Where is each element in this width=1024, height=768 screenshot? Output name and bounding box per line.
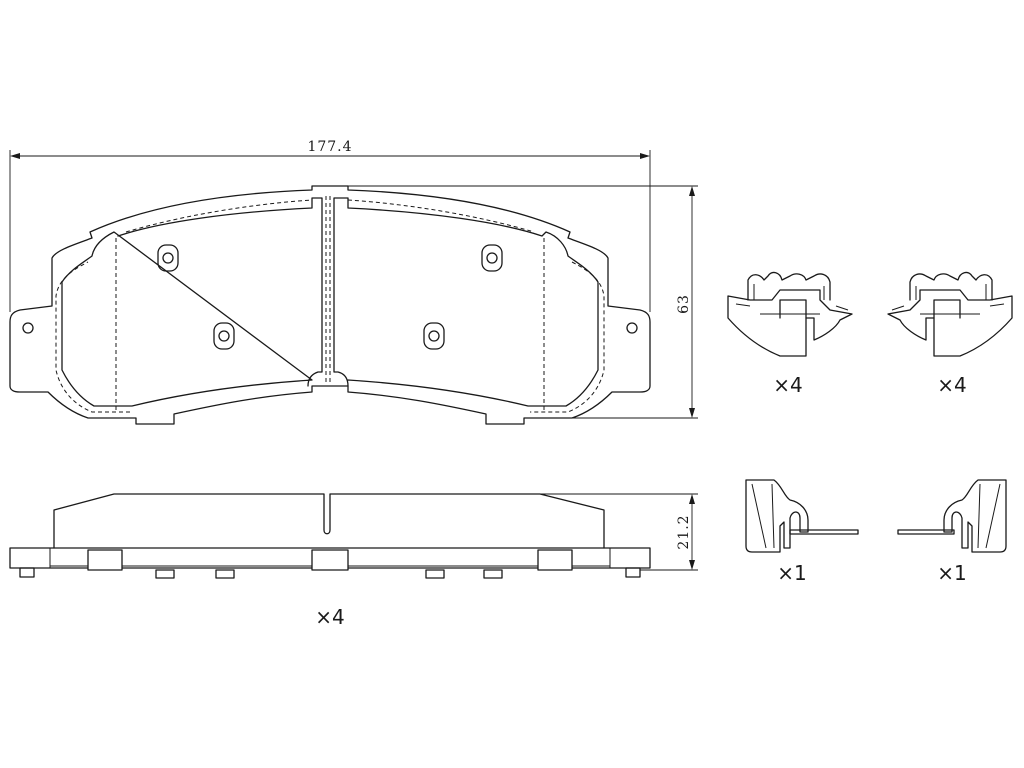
spring-clip-right — [897, 479, 1007, 553]
friction-pin — [213, 322, 235, 350]
friction-pin — [423, 322, 445, 350]
clip-left — [727, 271, 853, 357]
thickness-dimension: 21.2 — [540, 493, 698, 571]
spring-clip-left — [745, 479, 859, 553]
pad-quantity: ×4 — [315, 605, 344, 629]
brake-pad-side-view — [9, 493, 651, 579]
width-dimension-label: 177.4 — [307, 139, 352, 155]
clip-left-quantity: ×4 — [773, 373, 802, 397]
height-dimension: 63 — [340, 185, 698, 419]
mounting-hole-left — [22, 322, 34, 334]
clip-right-quantity: ×4 — [937, 373, 966, 397]
friction-pin — [157, 244, 179, 272]
mounting-hole-right — [626, 322, 638, 334]
brake-pad-front-view — [9, 185, 651, 425]
width-dimension: 177.4 — [9, 139, 651, 312]
spring-left-quantity: ×1 — [777, 561, 806, 585]
spring-right-quantity: ×1 — [937, 561, 966, 585]
height-dimension-label: 63 — [676, 294, 692, 314]
thickness-dimension-label: 21.2 — [676, 514, 692, 549]
clip-right — [887, 271, 1013, 357]
friction-pin — [481, 244, 503, 272]
